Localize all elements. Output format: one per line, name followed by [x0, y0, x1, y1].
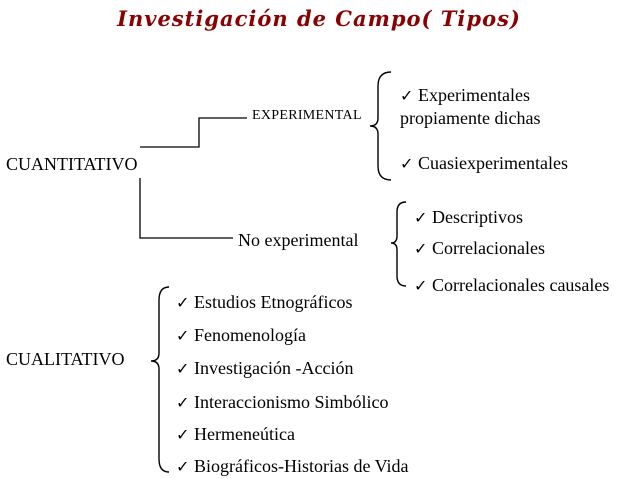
check-icon: ✓ [176, 395, 190, 412]
list-item-cualitativo: ✓Biográficos-Historias de Vida [176, 456, 409, 476]
list-item-cuasiexperimentales: ✓Cuasiexperimentales [400, 153, 568, 173]
check-icon: ✓ [176, 295, 190, 312]
brace-no-experimental [390, 201, 407, 287]
list-item-experimentales-line2: propiamente dichas [400, 108, 541, 128]
check-icon: ✓ [176, 328, 190, 345]
cualitativo-label: CUALITATIVO [6, 349, 125, 369]
list-item-cualitativo: ✓Hermeneútica [176, 424, 295, 444]
brace-experimental [369, 71, 392, 181]
list-item-cualitativo: ✓Investigación -Acción [176, 358, 354, 378]
brace-cualitativo [150, 286, 170, 473]
check-icon: ✓ [176, 459, 190, 476]
list-item-experimentales: ✓Experimentales [400, 85, 530, 105]
check-icon: ✓ [176, 427, 190, 444]
check-icon: ✓ [414, 278, 428, 295]
check-icon: ✓ [400, 88, 414, 105]
check-icon: ✓ [414, 241, 428, 258]
list-item-correlacionales-causales: ✓Correlacionales causales [414, 275, 610, 295]
list-item-cualitativo: ✓Fenomenología [176, 325, 306, 345]
check-icon: ✓ [414, 210, 428, 227]
page-title: Investigación de Campo( Tipos) [117, 6, 521, 31]
list-item-correlacionales: ✓Correlacionales [414, 238, 545, 258]
connector-to-experimental [140, 117, 247, 148]
cuantitativo-label: CUANTITATIVO [6, 154, 138, 174]
check-icon: ✓ [400, 156, 414, 173]
list-item-descriptivos: ✓Descriptivos [414, 207, 523, 227]
check-icon: ✓ [176, 361, 190, 378]
experimental-label: EXPERIMENTAL [252, 108, 362, 123]
list-item-cualitativo: ✓Interaccionismo Simbólico [176, 392, 389, 412]
connector-to-no-experimental [139, 178, 233, 239]
list-item-cualitativo: ✓Estudios Etnográficos [176, 292, 353, 312]
no-experimental-label: No experimental [238, 230, 359, 250]
